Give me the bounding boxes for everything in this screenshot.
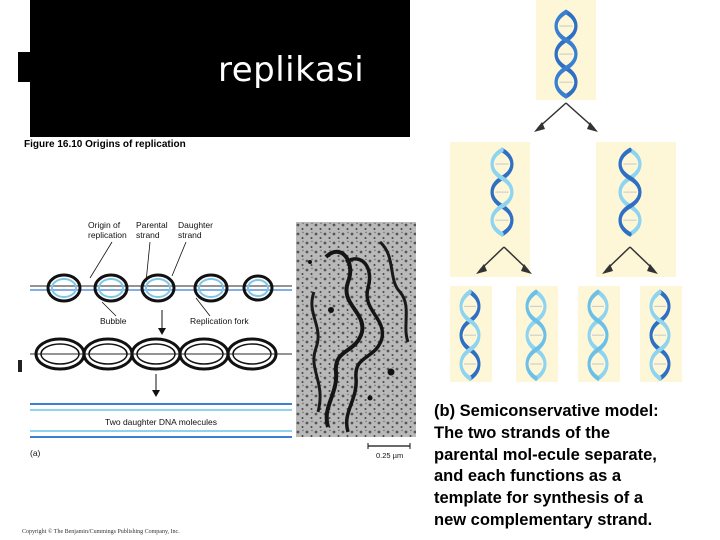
panel-gen2-3 xyxy=(578,286,620,382)
slide-title: replikasi xyxy=(218,50,364,90)
replication-diagram xyxy=(24,240,299,440)
panel-parent xyxy=(536,0,596,100)
bubble-row-top xyxy=(48,275,272,301)
left-marker xyxy=(18,360,22,372)
title-banner: replikasi xyxy=(30,0,410,137)
electron-micrograph xyxy=(296,222,416,437)
caption-line: template for synthesis of a xyxy=(434,488,719,510)
caption-line: and each functions as a xyxy=(434,466,719,488)
figure-caption: Figure 16.10 Origins of replication xyxy=(24,139,186,150)
panel-gen2-4 xyxy=(640,286,682,382)
panel-gen2-1 xyxy=(450,286,492,382)
panel-gen2-2 xyxy=(516,286,558,382)
semiconservative-diagram xyxy=(418,0,720,385)
caption-line: new complementary strand. xyxy=(434,510,719,532)
caption-line: parental mol-ecule separate, xyxy=(434,445,719,467)
scale-bar xyxy=(366,442,412,450)
copyright-notice: Copyright © The Benjamin/Cummings Publis… xyxy=(22,529,180,535)
daughter-molecules xyxy=(30,404,292,437)
panel-gen1-left xyxy=(450,142,530,277)
panel-letter-a: (a) xyxy=(30,448,40,458)
origin-pointer xyxy=(90,242,112,278)
caption-line: (b) Semiconservative model: xyxy=(434,401,719,423)
daughter-pointer xyxy=(172,242,186,276)
caption-line: The two strands of the xyxy=(434,423,719,445)
semiconservative-caption: (b) Semiconservative model: The two stra… xyxy=(434,401,719,532)
scale-label: 0.25 µm xyxy=(376,451,403,461)
